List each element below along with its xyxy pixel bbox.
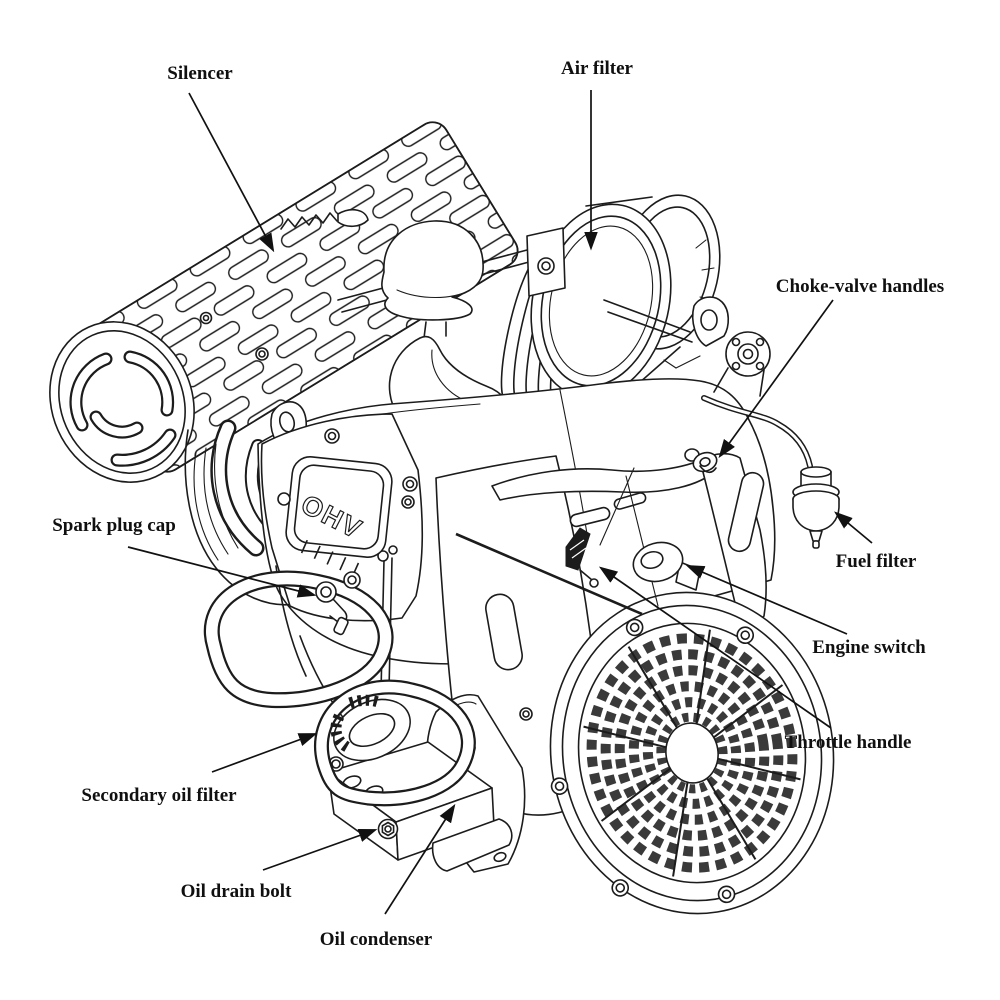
ohv-cover-drawing: OHV (277, 428, 418, 589)
fuel-filter-drawing (701, 395, 840, 549)
arrow-oil-condenser (384, 803, 456, 915)
shroud-bolts (550, 618, 755, 904)
secondary-oil-filter-drawing (330, 694, 411, 762)
arrow-choke-valve-handles (718, 299, 834, 459)
arrow-oil-drain-bolt (262, 829, 378, 871)
air-filter-drawing (337, 194, 721, 406)
label-fuel-filter: Fuel filter (836, 551, 917, 572)
label-air-filter: Air filter (561, 58, 633, 79)
throttle-handle-drawing (565, 527, 599, 588)
spark-plug-cap-drawing (315, 581, 349, 636)
label-secondary-oil-filter: Secondary oil filter (81, 785, 237, 806)
arrow-spark-plug-cap (127, 546, 317, 598)
fan-shroud-drawing (549, 591, 835, 915)
label-choke-valve-handles: Choke-valve handles (776, 276, 944, 297)
handles-drawing (203, 570, 476, 807)
label-spark-plug-cap: Spark plug cap (52, 515, 176, 536)
arrow-throttle-handle (598, 566, 832, 729)
label-oil-drain-bolt: Oil drain bolt (181, 881, 293, 902)
choke-valve-handle-drawing (684, 448, 718, 474)
callouts: Silencer Air filter Choke-valve handles … (52, 58, 944, 950)
label-throttle-handle: Throttle handle (785, 732, 912, 753)
pump-bracket-drawing (603, 296, 771, 397)
arrow-secondary-oil-filter (211, 733, 318, 773)
label-silencer: Silencer (167, 63, 233, 84)
label-oil-condenser: Oil condenser (320, 929, 433, 950)
arrow-silencer (188, 92, 275, 253)
label-engine-switch: Engine switch (812, 637, 926, 658)
silencer-vents (69, 350, 177, 467)
arrow-fuel-filter (834, 511, 873, 544)
arrow-engine-switch (685, 564, 848, 635)
controls-drawing (455, 448, 718, 616)
oil-drain-bolt-drawing (377, 818, 399, 840)
silencer-drawing (49, 121, 519, 483)
